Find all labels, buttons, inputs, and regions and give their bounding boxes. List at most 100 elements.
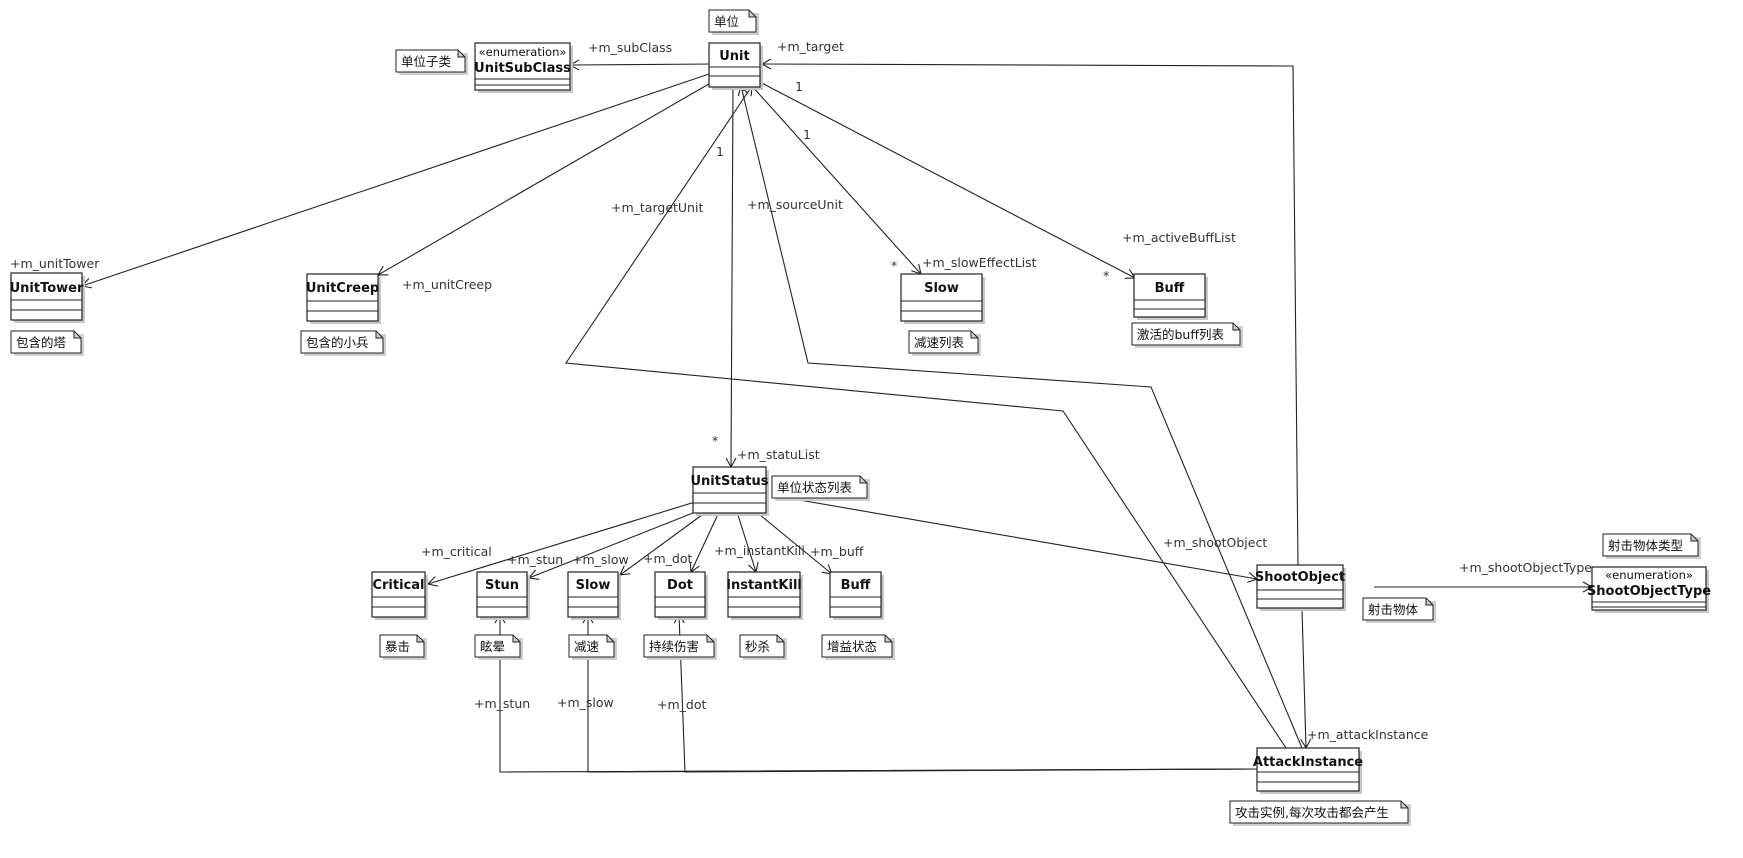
role-m-critical: +m_critical [421, 544, 492, 559]
note-text: 增益状态 [827, 639, 877, 654]
role-m-stun: +m_stun [507, 552, 563, 567]
class-critical[interactable]: Critical [371, 571, 428, 620]
note-instant-kill: 秒杀 [739, 634, 787, 660]
multiplicities: 1 1 1 * * * [712, 79, 1109, 448]
assoc-unit-status [725, 86, 737, 469]
class-name: AttackInstance [1253, 755, 1363, 770]
class-unit-tower[interactable]: UnitTower [10, 272, 85, 323]
class-name: UnitSubClass [474, 61, 571, 76]
role-m-stun-ai: +m_stun [474, 696, 530, 711]
role-m-shootobjecttype: +m_shootObjectType [1459, 560, 1592, 575]
note-unit-status: 单位状态列表 [771, 475, 870, 501]
note-text: 暴击 [385, 639, 410, 654]
assoc-attack-sourceunit [737, 84, 1303, 749]
class-buff[interactable]: Buff [829, 571, 884, 620]
assoc-unit-buff [755, 79, 1137, 279]
role-labels: +m_subClass +m_target +m_unitTower +m_un… [10, 39, 1592, 742]
class-shoot-object-type[interactable]: «enumeration» ShootObjectType [1587, 566, 1711, 613]
role-m-unittower: +m_unitTower [10, 256, 100, 271]
note-buff: 增益状态 [821, 634, 895, 660]
assoc-shoot-attack [1300, 608, 1312, 750]
mult-one-slow: 1 [803, 127, 811, 142]
class-slow-top[interactable]: Slow [900, 273, 985, 324]
note-unit-tower: 包含的塔 [10, 330, 84, 356]
note-text: 射击物体 [1368, 602, 1419, 617]
assoc-status-instantkill [736, 511, 759, 574]
role-m-sourceunit: +m_sourceUnit [747, 197, 843, 212]
class-name: Dot [667, 578, 693, 593]
assoc-status-stun [527, 508, 704, 580]
note-text: 减速列表 [914, 335, 965, 350]
class-shoot-object[interactable]: ShootObject [1255, 564, 1346, 611]
role-m-sloweffectlist: +m_slowEffectList [922, 255, 1037, 270]
note-text: 包含的小兵 [306, 335, 369, 350]
class-name: Buff [841, 578, 871, 593]
class-attack-instance[interactable]: AttackInstance [1253, 747, 1363, 794]
assoc-attack-targetunit [565, 85, 1287, 749]
note-text: 单位子类 [401, 54, 452, 69]
note-unit-sub-class: 单位子类 [395, 49, 468, 75]
assoc-status-dot [689, 511, 720, 574]
role-m-dot: +m_dot [643, 551, 692, 566]
note-unit-creep: 包含的小兵 [300, 330, 386, 356]
class-name: ShootObjectType [1587, 584, 1711, 599]
note-text: 秒杀 [745, 639, 770, 654]
assoc-unit-creep [377, 80, 715, 276]
class-stun[interactable]: Stun [476, 571, 530, 620]
note-unit: 单位 [708, 9, 759, 35]
role-m-target: +m_target [777, 39, 844, 54]
class-instant-kill[interactable]: InstantKill [726, 571, 803, 620]
note-text: 减速 [574, 639, 600, 654]
class-unit-creep[interactable]: UnitCreep [306, 273, 381, 324]
note-critical: 暴击 [379, 634, 427, 660]
note-dot: 持续伤害 [643, 634, 717, 660]
role-m-statulist: +m_statuList [737, 447, 820, 462]
class-name: Buff [1155, 281, 1185, 296]
class-buff-top[interactable]: Buff [1133, 273, 1208, 320]
note-text: 激活的buff列表 [1137, 327, 1224, 342]
mult-many-slow: * [891, 258, 897, 273]
role-m-instantkill: +m_instantKill [714, 543, 805, 558]
note-text: 射击物体类型 [1608, 538, 1683, 553]
class-slow[interactable]: Slow [567, 571, 621, 620]
class-name: Unit [719, 49, 749, 64]
note-text: 持续伤害 [649, 639, 699, 654]
class-name: Stun [485, 578, 519, 593]
role-m-targetunit: +m_targetUnit [611, 200, 703, 215]
class-unit-sub-class[interactable]: «enumeration» UnitSubClass [474, 42, 573, 93]
class-name: UnitCreep [306, 281, 379, 296]
assoc-attack-dot [673, 612, 1258, 773]
note-shoot-object-type: 射击物体类型 [1602, 533, 1701, 559]
assoc-unit-subclass [568, 59, 714, 71]
assoc-unit-slow [750, 84, 922, 275]
assoc-shootobject-target [760, 58, 1299, 567]
class-name: UnitStatus [690, 474, 768, 489]
note-text: 单位 [714, 14, 739, 29]
note-slow-top: 减速列表 [908, 330, 981, 356]
assoc-status-slow [619, 511, 707, 576]
class-name: Slow [576, 578, 611, 593]
note-text: 包含的塔 [16, 335, 67, 350]
note-buff-top: 激活的buff列表 [1131, 322, 1243, 348]
class-dot[interactable]: Dot [654, 571, 708, 620]
mult-one-status: 1 [716, 144, 724, 159]
role-m-dot-ai: +m_dot [657, 697, 706, 712]
role-m-buff: +m_buff [810, 544, 864, 559]
role-m-subclass: +m_subClass [588, 40, 672, 55]
role-m-attackinstance: +m_attackInstance [1307, 727, 1429, 742]
note-text: 单位状态列表 [777, 480, 853, 495]
class-unit[interactable]: Unit [708, 42, 763, 90]
mult-many-buff: * [1103, 268, 1109, 283]
role-m-activebufflist: +m_activeBuffList [1122, 230, 1236, 245]
class-unit-status[interactable]: UnitStatus [690, 466, 769, 516]
class-name: Slow [924, 281, 959, 296]
assoc-unit-tower [80, 73, 710, 289]
role-m-shootobject: +m_shootObject [1163, 535, 1267, 550]
note-stun: 眩晕 [474, 634, 523, 660]
note-shoot-object: 射击物体 [1362, 597, 1436, 623]
role-m-slow-ai: +m_slow [557, 695, 614, 710]
note-text: 眩晕 [480, 639, 505, 654]
class-stereotype: «enumeration» [479, 45, 567, 59]
note-text: 攻击实例,每次攻击都会产生 [1235, 805, 1389, 820]
